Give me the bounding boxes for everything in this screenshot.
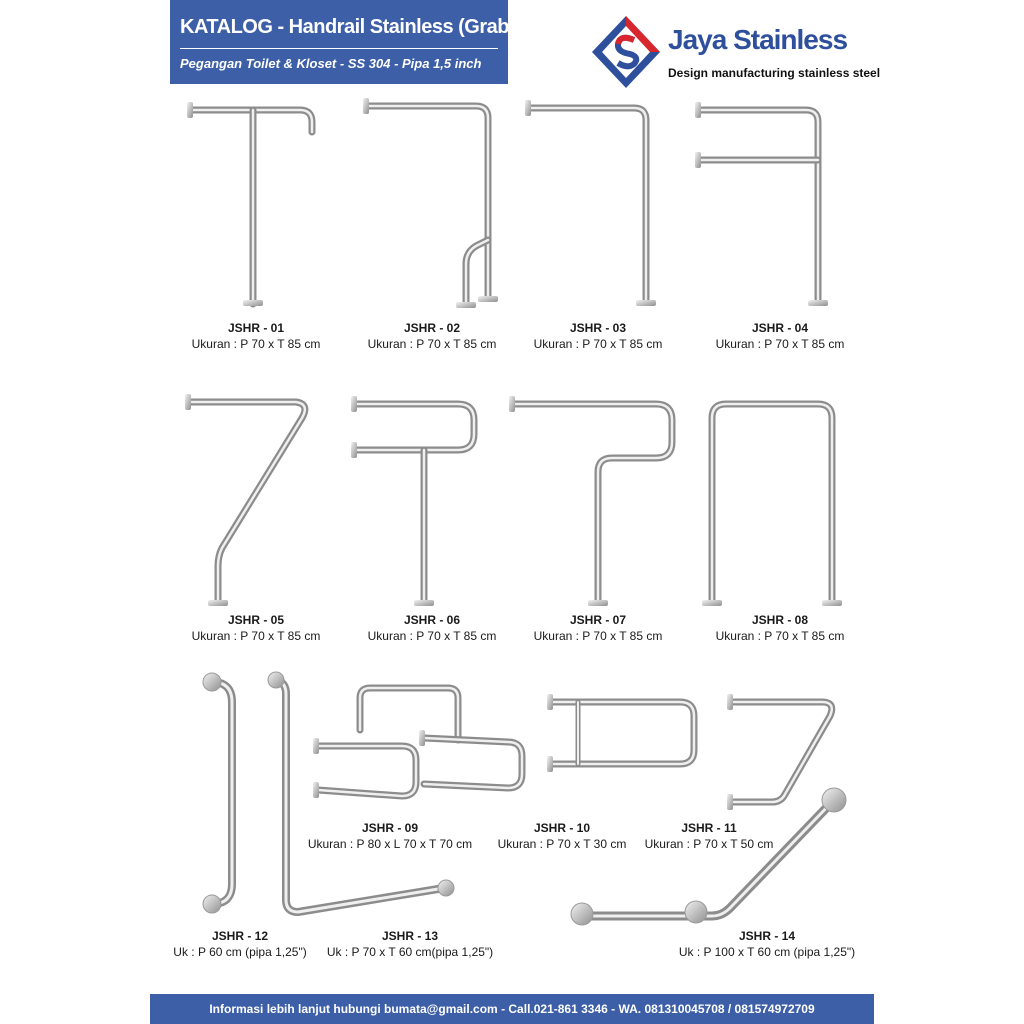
contact-footer: Informasi lebih lanjut hubungi bumata@gm… bbox=[150, 994, 874, 1024]
catalog-title: KATALOG - Handrail Stainless (Grab rail) bbox=[180, 16, 549, 38]
product-label-jshr-10: JSHR - 10 Ukuran : P 70 x T 30 cm bbox=[442, 820, 682, 852]
product-code: JSHR - 03 bbox=[569, 321, 627, 335]
product-size: Ukuran : P 70 x T 85 cm bbox=[715, 629, 845, 643]
product-code: JSHR - 07 bbox=[569, 613, 627, 627]
catalog-subtitle: Pegangan Toilet & Kloset - SS 304 - Pipa… bbox=[180, 56, 482, 71]
product-label-jshr-11: JSHR - 11 Ukuran : P 70 x T 50 cm bbox=[589, 820, 829, 852]
product-label-jshr-08: JSHR - 08 Ukuran : P 70 x T 85 cm bbox=[660, 612, 900, 644]
handrail-jshr-08 bbox=[702, 400, 842, 606]
handrail-jshr-13 bbox=[267, 671, 455, 916]
handrail-jshr-04 bbox=[695, 102, 828, 306]
product-code: JSHR - 14 bbox=[738, 929, 796, 943]
product-size: Uk : P 70 x T 60 cm(pipa 1,25") bbox=[326, 945, 494, 959]
handrail-jshr-05 bbox=[185, 394, 309, 606]
handrail-jshr-03 bbox=[525, 100, 656, 306]
product-label-jshr-07: JSHR - 07 Ukuran : P 70 x T 85 cm bbox=[478, 612, 718, 644]
handrail-jshr-09 bbox=[313, 684, 526, 800]
product-code: JSHR - 11 bbox=[681, 821, 737, 835]
handrail-jshr-01 bbox=[187, 102, 316, 308]
product-code: JSHR - 08 bbox=[751, 613, 809, 627]
handrail-jshr-12 bbox=[202, 672, 236, 914]
product-size: Ukuran : P 70 x T 85 cm bbox=[367, 337, 497, 351]
product-label-jshr-05: JSHR - 05 Ukuran : P 70 x T 85 cm bbox=[136, 612, 376, 644]
product-size: Ukuran : P 70 x T 50 cm bbox=[644, 837, 774, 851]
brand-tagline: Design manufacturing stainless steel bbox=[668, 66, 881, 80]
product-label-jshr-04: JSHR - 04 Ukuran : P 70 x T 85 cm bbox=[660, 320, 900, 352]
product-code: JSHR - 10 bbox=[533, 821, 591, 835]
product-size: Ukuran : P 80 x L 70 x T 70 cm bbox=[307, 837, 473, 851]
handrail-jshr-06 bbox=[351, 396, 478, 606]
brand-logo: Jaya Stainless Design manufacturing stai… bbox=[590, 14, 880, 90]
product-label-jshr-14: JSHR - 14 Uk : P 100 x T 60 cm (pipa 1,2… bbox=[647, 928, 887, 960]
product-size: Ukuran : P 70 x T 85 cm bbox=[533, 337, 663, 351]
product-code: JSHR - 01 bbox=[227, 321, 285, 335]
product-code: JSHR - 09 bbox=[361, 821, 419, 835]
product-label-jshr-12: JSHR - 12 Uk : P 60 cm (pipa 1,25") bbox=[120, 928, 360, 960]
product-code: JSHR - 04 bbox=[751, 321, 809, 335]
product-label-jshr-06: JSHR - 06 Ukuran : P 70 x T 85 cm bbox=[312, 612, 552, 644]
handrail-jshr-07 bbox=[509, 396, 676, 606]
brand-emblem-icon bbox=[592, 16, 660, 88]
product-code: JSHR - 05 bbox=[227, 613, 285, 627]
product-size: Ukuran : P 70 x T 85 cm bbox=[367, 629, 497, 643]
handrail-jshr-10 bbox=[547, 694, 698, 772]
product-code: JSHR - 13 bbox=[381, 929, 439, 943]
product-code: JSHR - 12 bbox=[211, 929, 269, 943]
handrail-jshr-02 bbox=[363, 98, 498, 308]
catalog-header: KATALOG - Handrail Stainless (Grab rail)… bbox=[170, 0, 549, 84]
product-size: Ukuran : P 70 x T 85 cm bbox=[715, 337, 845, 351]
product-size: Ukuran : P 70 x T 30 cm bbox=[497, 837, 627, 851]
product-size: Ukuran : P 70 x T 85 cm bbox=[533, 629, 663, 643]
product-label-jshr-02: JSHR - 02 Ukuran : P 70 x T 85 cm bbox=[312, 320, 552, 352]
product-size: Ukuran : P 70 x T 85 cm bbox=[191, 337, 321, 351]
product-size: Ukuran : P 70 x T 85 cm bbox=[191, 629, 321, 643]
product-size: Uk : P 100 x T 60 cm (pipa 1,25") bbox=[678, 945, 856, 959]
handrail-jshr-11 bbox=[727, 694, 836, 810]
product-label-jshr-13: JSHR - 13 Uk : P 70 x T 60 cm(pipa 1,25"… bbox=[290, 928, 530, 960]
header-divider bbox=[180, 48, 498, 49]
brand-name: Jaya Stainless bbox=[668, 24, 848, 55]
product-label-jshr-01: JSHR - 01 Ukuran : P 70 x T 85 cm bbox=[136, 320, 376, 352]
product-code: JSHR - 02 bbox=[403, 321, 461, 335]
product-label-jshr-03: JSHR - 03 Ukuran : P 70 x T 85 cm bbox=[478, 320, 718, 352]
product-label-jshr-09: JSHR - 09 Ukuran : P 80 x L 70 x T 70 cm bbox=[270, 820, 510, 852]
product-size: Uk : P 60 cm (pipa 1,25") bbox=[173, 945, 307, 959]
product-code: JSHR - 06 bbox=[403, 613, 461, 627]
handrail-jshr-14 bbox=[570, 787, 847, 926]
